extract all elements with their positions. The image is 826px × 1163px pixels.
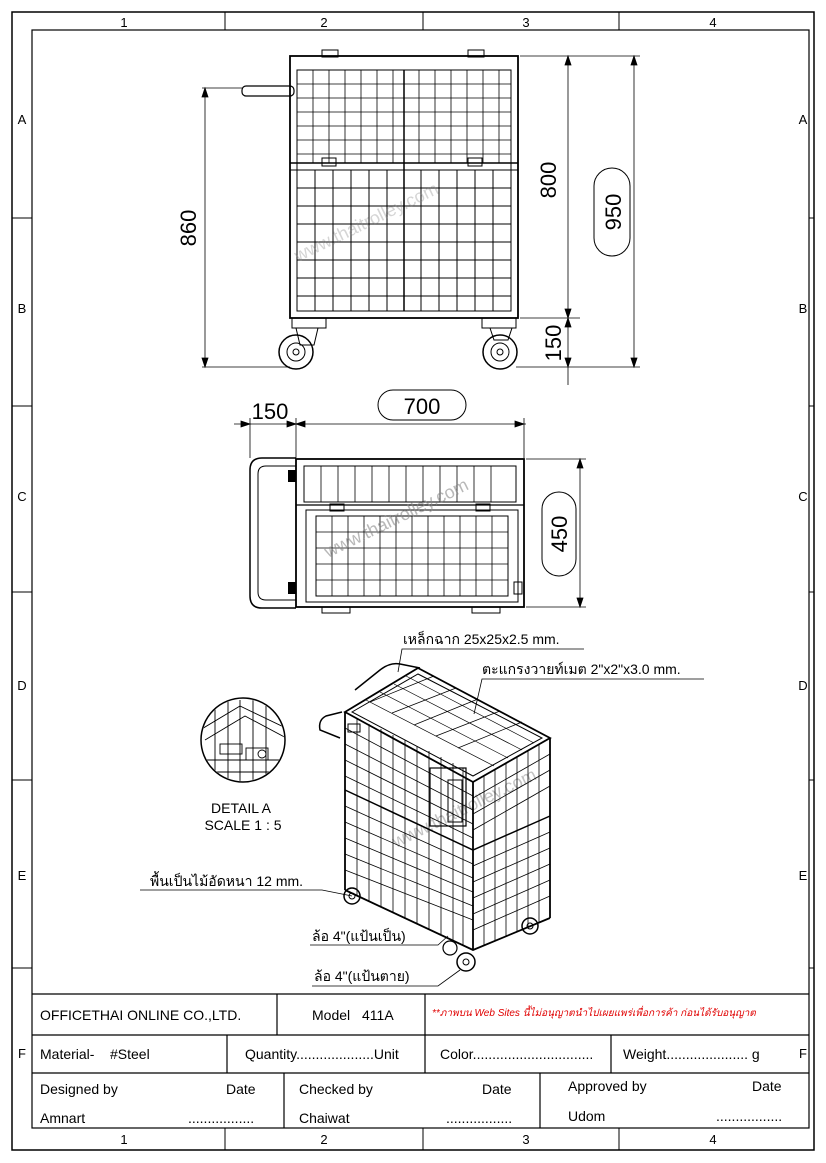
color-field: Color............................... xyxy=(440,1046,594,1062)
checker-name: Chaiwat xyxy=(299,1110,350,1126)
row-label-b-left: B xyxy=(18,301,27,316)
approved-by-label: Approved by xyxy=(568,1078,647,1094)
checked-date-label: Date xyxy=(482,1081,512,1097)
row-label-c-left: C xyxy=(17,489,26,504)
callout-leaders xyxy=(140,648,704,987)
material-label: Material- xyxy=(40,1046,95,1062)
designed-by-label: Designed by xyxy=(40,1081,118,1097)
dim-depth: 450 xyxy=(547,516,572,553)
detail-a-view xyxy=(200,697,286,783)
row-label-d-right: D xyxy=(798,678,807,693)
dim-frame-height: 800 xyxy=(536,162,561,199)
dim-wheel-height: 150 xyxy=(541,325,566,362)
row-label-d-left: D xyxy=(17,678,26,693)
row-label-a-left: A xyxy=(18,112,27,127)
callout-floor: พื้นเป็นไม้อัดหนา 12 mm. xyxy=(150,871,303,889)
designed-date-label: Date xyxy=(226,1081,256,1097)
callout-mesh: ตะแกรงวายท์เมต 2"x2"x3.0 mm. xyxy=(482,661,681,677)
col-label-1-top: 1 xyxy=(120,15,127,30)
dim-width: 700 xyxy=(404,394,441,419)
material-value: #Steel xyxy=(110,1046,150,1062)
approver-name: Udom xyxy=(568,1108,606,1124)
col-label-4-top: 4 xyxy=(709,15,716,30)
approved-date-blank: ................. xyxy=(716,1108,783,1124)
copyright-notice: **ภาพบน Web Sites นี้ไม่อนุญาตนำไปเผยแพร… xyxy=(432,1008,756,1019)
model-label: Model xyxy=(312,1007,351,1023)
row-label-f-right: F xyxy=(799,1046,807,1061)
col-label-4-bottom: 4 xyxy=(709,1132,716,1147)
company-name: OFFICETHAI ONLINE CO.,LTD. xyxy=(40,1007,242,1023)
row-label-c-right: C xyxy=(798,489,807,504)
dim-overall-height: 950 xyxy=(601,194,626,231)
col-label-3-bottom: 3 xyxy=(522,1132,529,1147)
checked-date-blank: ................. xyxy=(446,1110,513,1126)
row-label-e-right: E xyxy=(799,868,808,883)
dim-front-height: 860 xyxy=(176,210,201,247)
col-label-1-bottom: 1 xyxy=(120,1132,127,1147)
col-label-2-top: 2 xyxy=(320,15,327,30)
row-label-f-left: F xyxy=(18,1046,26,1061)
zone-columns: 1 2 3 4 1 2 3 4 xyxy=(120,12,717,1150)
row-label-a-right: A xyxy=(799,112,808,127)
outer-border xyxy=(11,11,815,1151)
quantity-field: Quantity....................Unit xyxy=(245,1046,399,1062)
col-label-3-top: 3 xyxy=(522,15,529,30)
zone-rows: A B C D E F A B C D E F xyxy=(12,112,814,1061)
row-label-e-left: E xyxy=(18,868,27,883)
designer-name: Amnart xyxy=(40,1110,86,1126)
callout-swivel-wheel: ล้อ 4"(แป้นเป็น) xyxy=(312,927,406,944)
model-value: 411A xyxy=(362,1007,394,1023)
designed-date-blank: ................. xyxy=(188,1110,255,1126)
front-view xyxy=(241,49,519,370)
title-block-lines xyxy=(32,993,809,1128)
watermark-front: www.thaitrolley.com xyxy=(290,178,441,266)
inner-border xyxy=(31,29,810,1129)
callout-angle-steel: เหล็กฉาก 25x25x2.5 mm. xyxy=(403,630,560,647)
detail-title: DETAIL A xyxy=(211,800,272,816)
callout-fixed-wheel: ล้อ 4"(แป้นตาย) xyxy=(314,968,410,984)
dim-handle-depth: 150 xyxy=(252,399,289,424)
approved-date-label: Date xyxy=(752,1078,782,1094)
weight-field: Weight..................... g xyxy=(623,1046,760,1062)
col-label-2-bottom: 2 xyxy=(320,1132,327,1147)
row-label-b-right: B xyxy=(799,301,808,316)
top-dimensions xyxy=(234,389,586,609)
detail-scale: SCALE 1 : 5 xyxy=(204,817,281,833)
front-dimensions xyxy=(201,54,640,385)
checked-by-label: Checked by xyxy=(299,1081,373,1097)
top-view xyxy=(249,457,525,614)
isometric-view xyxy=(318,662,552,972)
